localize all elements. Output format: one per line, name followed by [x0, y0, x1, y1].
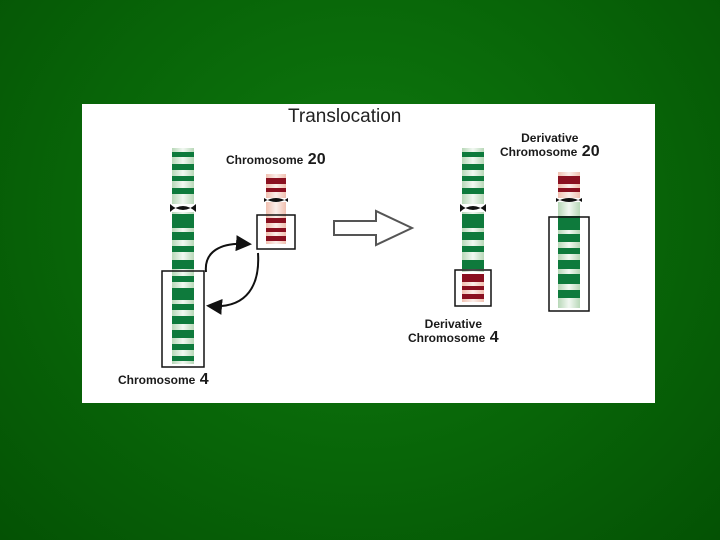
- translocation-diagram: [161, 148, 590, 368]
- chr20-label-number: 20: [307, 151, 326, 168]
- chr4-label-number: 4: [199, 371, 209, 388]
- label-derivative-chromosome-4: Derivative Chromosome 4: [408, 318, 499, 346]
- der20-label-line2: Chromosome: [500, 145, 578, 159]
- chr4-segment-box: [161, 270, 205, 368]
- der20-label-number: 20: [581, 143, 600, 160]
- diagram-title: Translocation: [288, 106, 402, 127]
- chromosome-4: [161, 148, 205, 368]
- chr20-segment-box: [256, 214, 296, 250]
- der4-label-line1: Derivative: [424, 317, 483, 331]
- der4-segment-box: [454, 269, 492, 307]
- der4-label-number: 4: [489, 329, 499, 346]
- der20-segment-box: [548, 216, 590, 312]
- chr4-label-name: Chromosome: [118, 373, 196, 387]
- result-arrow-icon: [333, 209, 415, 247]
- label-derivative-chromosome-20: Derivative Chromosome 20: [500, 132, 600, 160]
- derivative-chromosome-20: [548, 172, 590, 312]
- slide-figure: Translocation Chromosome 20 Chromosome 4…: [82, 104, 655, 403]
- label-chromosome-4: Chromosome 4: [118, 372, 209, 388]
- exchange-arrow-up: [204, 235, 252, 273]
- exchange-arrow-down: [206, 252, 260, 315]
- chr20-label-name: Chromosome: [226, 153, 304, 167]
- label-chromosome-20: Chromosome 20: [226, 152, 326, 168]
- der4-label-line2: Chromosome: [408, 331, 486, 345]
- derivative-chromosome-4: [454, 148, 492, 307]
- centromere-4: [170, 204, 196, 212]
- chromosome-20: [256, 174, 296, 250]
- der20-label-line1: Derivative: [521, 131, 579, 145]
